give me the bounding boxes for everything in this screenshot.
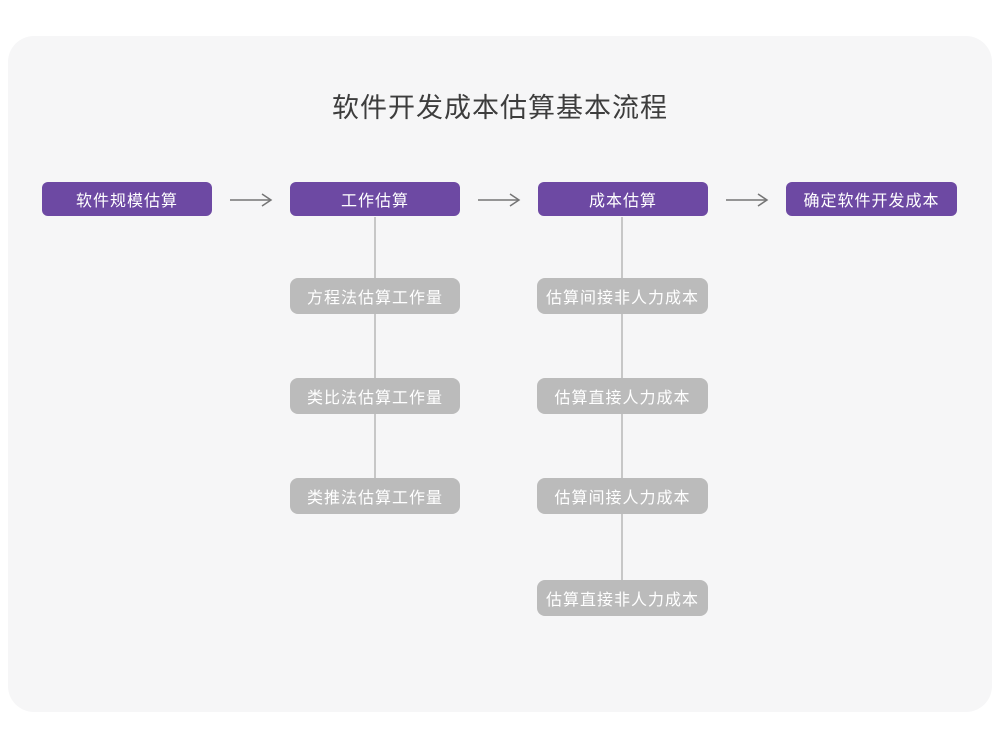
branch-node-direct-nonlabor-cost: 估算直接非人力成本 bbox=[537, 580, 708, 616]
flow-node-cost-estimation: 成本估算 bbox=[538, 182, 708, 216]
flow-node-determine-development-cost: 确定软件开发成本 bbox=[786, 182, 957, 216]
flow-node-software-scale-estimation: 软件规模估算 bbox=[42, 182, 212, 216]
branch-node-equation-method: 方程法估算工作量 bbox=[290, 278, 460, 314]
diagram-canvas bbox=[8, 36, 992, 712]
branch-node-direct-labor-cost: 估算直接人力成本 bbox=[537, 378, 708, 414]
right-arrow-icon bbox=[477, 192, 521, 208]
branch-node-indirect-nonlabor-cost: 估算间接非人力成本 bbox=[537, 278, 708, 314]
diagram-title: 软件开发成本估算基本流程 bbox=[332, 93, 668, 123]
connector-line-work-branch bbox=[374, 217, 376, 497]
branch-node-analogy-method: 类比法估算工作量 bbox=[290, 378, 460, 414]
branch-node-extrapolation-method: 类推法估算工作量 bbox=[290, 478, 460, 514]
flow-node-work-estimation: 工作估算 bbox=[290, 182, 460, 216]
right-arrow-icon bbox=[725, 192, 769, 208]
branch-node-indirect-labor-cost: 估算间接人力成本 bbox=[537, 478, 708, 514]
right-arrow-icon bbox=[229, 192, 273, 208]
